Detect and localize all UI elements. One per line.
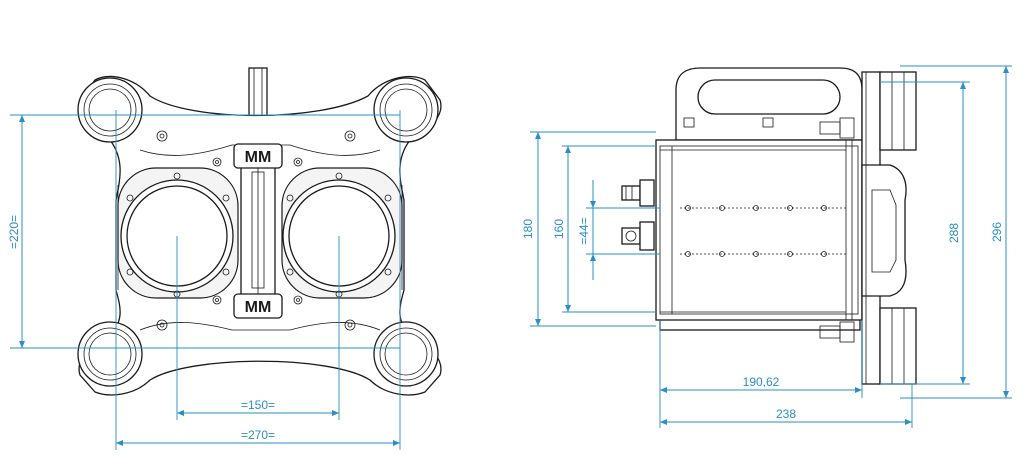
- dim-44-label: =44=: [577, 217, 591, 244]
- bottom-logo-text: MM: [245, 299, 272, 316]
- bolt-row-top: [680, 205, 846, 211]
- front-view: MM MM: [7, 67, 442, 450]
- handle-slot: [697, 79, 841, 115]
- main-housing: [655, 139, 863, 321]
- thruster-assembly: [861, 71, 917, 385]
- dim-270-label: =270=: [241, 428, 275, 442]
- side-small-connectors: [819, 117, 855, 343]
- dim-150-label: =150=: [241, 398, 275, 412]
- connector-top: [621, 179, 655, 207]
- top-logo-plate: [233, 143, 283, 169]
- ring-bottom-right: [373, 321, 439, 387]
- dim-180-label: 180: [521, 219, 535, 239]
- dim-160-label: 160: [552, 219, 566, 239]
- dim-220-label: =220=: [7, 215, 21, 249]
- dim-190-label: 190,62: [743, 375, 780, 389]
- connector-bottom: [621, 221, 655, 251]
- ring-top-left: [77, 77, 143, 143]
- dim-238-label: 238: [776, 407, 796, 421]
- dim-288-label: 288: [947, 223, 961, 243]
- side-view: 180 160 =44= 288 296 190,62 238: [521, 65, 1012, 428]
- bottom-logo-plate: [233, 293, 283, 319]
- bolt-row-bottom: [680, 251, 846, 257]
- dim-296-label: 296: [990, 222, 1004, 242]
- top-logo-text: MM: [245, 149, 272, 166]
- ring-top-right: [373, 77, 439, 143]
- ring-bottom-left: [77, 321, 143, 387]
